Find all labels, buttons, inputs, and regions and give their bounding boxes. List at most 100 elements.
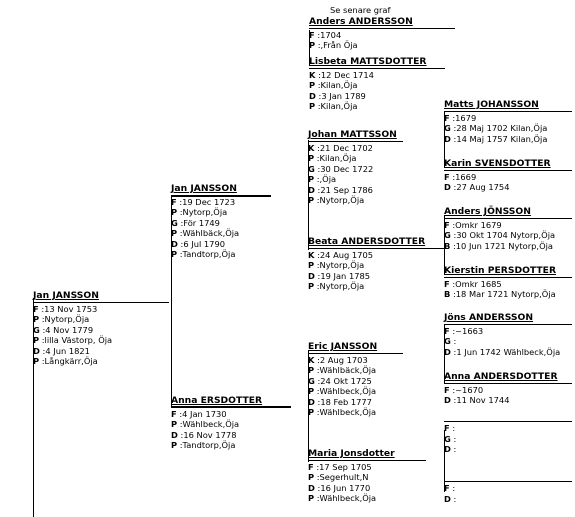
fact-row: P :Nytorp,Öja — [308, 260, 444, 271]
fact-label: P — [308, 407, 315, 418]
fact-row: P :Wählbeck,Öja — [308, 493, 426, 504]
fact-label: P — [33, 314, 40, 325]
fact-row: F :Omkr 1685 — [444, 279, 572, 290]
fact-row: P :Tandtorp,Öja — [171, 440, 291, 451]
fact-value: :Kilan,Öja — [317, 101, 358, 112]
fact-label: D — [444, 493, 451, 504]
fact-label: F — [444, 112, 450, 123]
fact-row: P :Wählbeck,Öja — [308, 407, 403, 418]
fact-value: :Nytorp,Öja — [179, 207, 228, 218]
fact-label: P — [308, 365, 315, 376]
fact-value: :24 Okt 1725 — [317, 375, 372, 386]
fact-label: P — [308, 281, 315, 292]
fact-label: F — [444, 171, 450, 182]
fact-label: F — [171, 408, 177, 419]
fact-row: G :24 Okt 1725 — [308, 376, 403, 387]
fact-label: P — [308, 386, 315, 397]
fact-label: K — [309, 69, 316, 80]
fact-value: :Segerhult,N — [316, 472, 369, 483]
connector-line — [309, 30, 310, 65]
fact-label: F — [444, 219, 450, 230]
connector-line — [444, 112, 445, 168]
fact-label: P — [171, 440, 178, 451]
fact-label: P — [309, 80, 316, 91]
fact-value: :,Öja — [316, 174, 337, 185]
fact-value: :4 Nov 1779 — [42, 324, 94, 335]
person-name: Anna ERSDOTTER — [171, 395, 291, 408]
fact-label: D — [308, 270, 315, 281]
fact-value: :11 Nov 1744 — [453, 395, 510, 406]
fact-value: :21 Sep 1786 — [317, 184, 373, 195]
fact-label: P — [308, 153, 315, 164]
fact-label: P — [171, 207, 178, 218]
fact-label: P — [308, 174, 315, 185]
fact-row: P :Nytorp,Öja — [308, 195, 403, 206]
fact-row: P :,Från Öja — [309, 40, 455, 51]
fact-row: F :1704 — [309, 30, 455, 41]
person-name: Eric JANSSON — [308, 341, 403, 354]
fact-value: :16 Nov 1778 — [180, 429, 237, 440]
fact-row: D :4 Jun 1821 — [33, 346, 169, 357]
connector-line — [33, 298, 34, 517]
fact-row: G : — [444, 336, 572, 347]
fact-value: :1704 — [317, 29, 342, 40]
fact-row: F : — [444, 423, 572, 434]
fact-row: D :16 Jun 1770 — [308, 483, 426, 494]
fact-row: P :Wählbäck,Öja — [171, 228, 271, 239]
fact-value: :Omkr 1685 — [452, 278, 502, 289]
fact-value: :Nytorp,Öja — [316, 260, 365, 271]
fact-value: :18 Mar 1721 Nytorp,Öja — [452, 289, 556, 300]
fact-label: D — [171, 429, 178, 440]
fact-value: :Omkr 1679 — [452, 219, 502, 230]
fact-value: :16 Jun 1770 — [317, 482, 371, 493]
fact-value: :Tandtorp,Öja — [179, 249, 236, 260]
fact-row: K :21 Dec 1702 — [308, 143, 403, 154]
fact-row: D :21 Sep 1786 — [308, 185, 403, 196]
fact-label: F — [444, 384, 450, 395]
fact-row: G :30 Okt 1704 Nytorp,Öja — [444, 230, 572, 241]
fact-value: :Långkärr,Öja — [41, 356, 98, 367]
fact-row: P :,Öja — [308, 174, 403, 185]
fact-label: D — [33, 345, 40, 356]
person-name: Anna ANDERSDOTTER — [444, 371, 572, 384]
fact-value: :Nytorp,Öja — [316, 195, 365, 206]
fact-label: D — [444, 133, 451, 144]
person-name: Johan MATTSSON — [308, 129, 403, 142]
fact-label: P — [308, 472, 315, 483]
fact-value: :Nytorp,Öja — [41, 314, 90, 325]
fact-row: F :~1670 — [444, 385, 572, 396]
fact-label: P — [171, 249, 178, 260]
fact-value: :6 Jul 1790 — [180, 238, 226, 249]
fact-value: :12 Dec 1714 — [318, 69, 374, 80]
fact-label: F — [308, 461, 314, 472]
person-name: Kierstin PERSDOTTER — [444, 265, 572, 278]
fact-row: P :Kilan,Öja — [309, 101, 445, 112]
fact-label: P — [33, 356, 40, 367]
fact-label: P — [309, 101, 316, 112]
fact-label: P — [33, 335, 40, 346]
fact-row: P :Nytorp,Öja — [171, 207, 271, 218]
fact-row: B :10 Jun 1721 Nytorp,Öja — [444, 241, 572, 252]
fact-row: D :18 Feb 1777 — [308, 397, 403, 408]
person-name: Karin SVENSDOTTER — [444, 158, 572, 171]
fact-value: : — [452, 483, 456, 493]
fact-row: P :Långkärr,Öja — [33, 356, 169, 367]
fact-value: :1669 — [452, 171, 477, 182]
person-name — [444, 421, 572, 422]
fact-label: D — [308, 482, 315, 493]
fact-row: F :Omkr 1679 — [444, 220, 572, 231]
